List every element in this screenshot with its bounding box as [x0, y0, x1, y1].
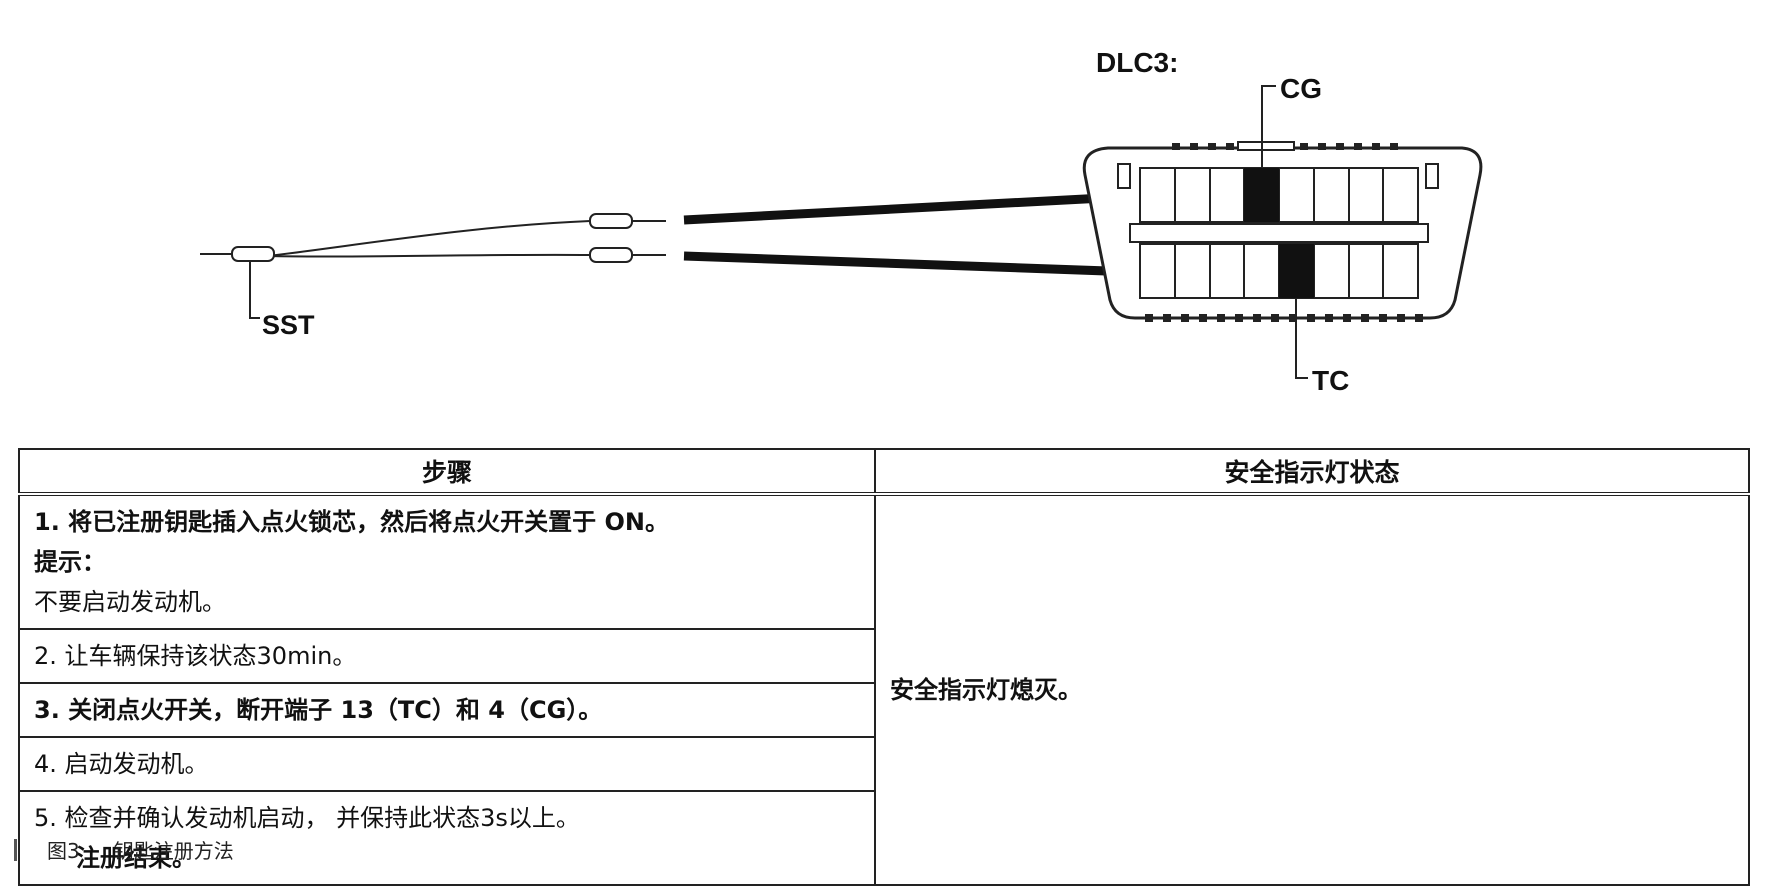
tc-leader	[1295, 298, 1308, 379]
step-5-cell: 5. 检查并确认发动机启动， 并保持此状态3s以上。 注册结束。	[18, 790, 876, 886]
tc-label: TC	[1312, 365, 1349, 396]
step-5-text: 5. 检查并确认发动机启动， 并保持此状态3s以上。	[34, 804, 580, 832]
step-2-text: 2. 让车辆保持该状态30min。	[34, 642, 357, 670]
sst-leader	[249, 261, 260, 319]
steps-header: 步骤	[18, 448, 876, 496]
step-1-hint-text: 不要启动发动机。	[34, 588, 226, 616]
figure-number: 图3	[47, 839, 80, 863]
dlc3-connector	[1082, 141, 1483, 322]
cg-leader	[1261, 85, 1276, 168]
caption-marker	[14, 838, 17, 861]
status-header: 安全指示灯状态	[874, 448, 1750, 496]
table-row: 5. 检查并确认发动机启动， 并保持此状态3s以上。 注册结束。	[18, 790, 1749, 886]
step-2-cell: 2. 让车辆保持该状态30min。	[18, 628, 876, 684]
registration-steps-table: 步骤 安全指示灯状态 1. 将已注册钥匙插入点火锁芯，然后将点火开关置于 ON。…	[18, 448, 1750, 886]
table-row: 1. 将已注册钥匙插入点火锁芯，然后将点火开关置于 ON。 提示： 不要启动发动…	[18, 493, 1750, 886]
sst-wires	[200, 220, 666, 258]
step-3-cell: 3. 关闭点火开关，断开端子 13（TC）和 4（CG）。	[18, 682, 876, 738]
step-1-hint-label: 提示：	[34, 548, 106, 576]
step-1-cell: 1. 将已注册钥匙插入点火锁芯，然后将点火开关置于 ON。 提示： 不要启动发动…	[18, 493, 876, 630]
step-4-cell: 4. 启动发动机。	[18, 736, 876, 792]
cg-pin	[1244, 168, 1279, 222]
tc-pin	[1279, 244, 1314, 298]
status-cell: 安全指示灯熄灭。	[874, 493, 1750, 886]
table-row: 4. 启动发动机。	[18, 736, 1749, 792]
sst-connectors	[231, 213, 633, 263]
step-1-text: 1. 将已注册钥匙插入点火锁芯，然后将点火开关置于 ON。	[34, 508, 670, 536]
step-5-end-text: 注册结束。	[76, 844, 196, 872]
figure-caption: 图3 钥匙注册方法	[14, 835, 234, 864]
step-4-text: 4. 启动发动机。	[34, 750, 209, 778]
cg-label: CG	[1280, 73, 1322, 104]
dlc3-label: DLC3:	[1096, 47, 1178, 78]
figure-title: 钥匙注册方法	[113, 839, 234, 863]
table-row: 2. 让车辆保持该状态30min。	[18, 628, 1749, 684]
sst-label: SST	[262, 310, 315, 340]
table-row: 3. 关闭点火开关，断开端子 13（TC）和 4（CG）。	[18, 682, 1749, 738]
step-3-text: 3. 关闭点火开关，断开端子 13（TC）和 4（CG）。	[34, 696, 603, 724]
table-header-row: 步骤 安全指示灯状态	[18, 448, 1750, 496]
connection-diagram: SST	[200, 47, 1483, 396]
